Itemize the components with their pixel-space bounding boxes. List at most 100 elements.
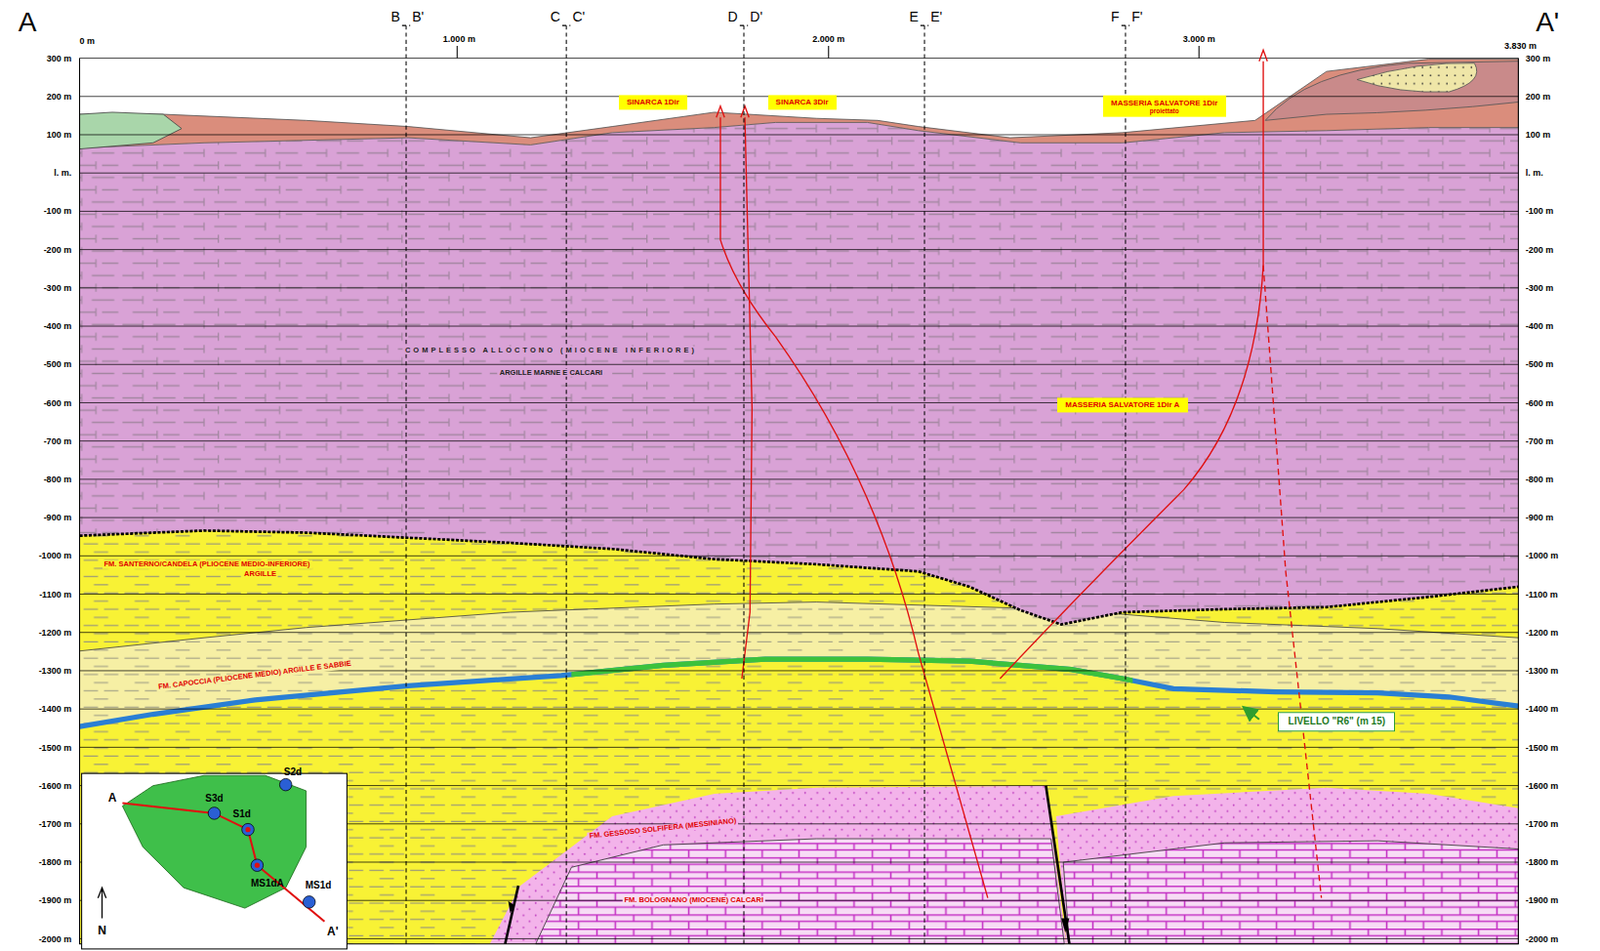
- depth-label: -300 m: [1525, 283, 1555, 293]
- depth-label: -1900 m: [39, 895, 73, 905]
- section-line: [402, 25, 411, 944]
- well-label-box: MASSERIA SALVATORE 1Dir A: [1057, 397, 1189, 412]
- depth-gridline: [80, 287, 1519, 288]
- depth-label: -800 m: [1525, 474, 1555, 485]
- depth-label: 300 m: [46, 52, 73, 63]
- depth-label: -400 m: [43, 321, 73, 331]
- section-line: [739, 25, 748, 944]
- depth-label: -1100 m: [39, 588, 72, 599]
- well-label-box: SINARCA 1Dir: [618, 94, 688, 110]
- depth-label: l. m.: [53, 167, 72, 178]
- section-label: D': [749, 8, 763, 25]
- depth-label: -1800 m: [1525, 857, 1559, 867]
- depth-label: -200 m: [1525, 245, 1555, 255]
- depth-label: -500 m: [1525, 359, 1555, 370]
- formation-label: ARGILLE: [242, 570, 279, 579]
- formation-label: COMPLESSO ALLOCTONO (MIOCENE INFERIORE): [403, 345, 699, 355]
- depth-label: -500 m: [43, 359, 73, 370]
- depth-label: -700 m: [43, 436, 73, 447]
- depth-label: -1400 m: [1525, 703, 1559, 714]
- section-label: C: [550, 8, 561, 25]
- scale-label: 3.000 m: [1183, 34, 1216, 44]
- depth-label: -1700 m: [39, 819, 73, 829]
- depth-label: 100 m: [46, 129, 73, 140]
- depth-label: -600 m: [1525, 397, 1555, 408]
- well-name: LIVELLO "R6" (m 15): [1286, 715, 1387, 728]
- depth-gridline: [80, 517, 1519, 519]
- formation-label: ARGILLE MARNE E CALCARI: [497, 368, 605, 377]
- depth-label: 300 m: [1525, 52, 1552, 63]
- depth-gridline: [80, 440, 1519, 442]
- section-label: E: [908, 8, 918, 25]
- inset-label: N: [97, 924, 107, 939]
- depth-gridline: [80, 210, 1519, 212]
- scale-label: 0 m: [80, 36, 96, 46]
- depth-gridline: [80, 555, 1519, 557]
- section-label: D: [728, 8, 739, 25]
- depth-label: -1500 m: [39, 741, 73, 752]
- depth-label: -1000 m: [39, 550, 73, 561]
- section-label: C': [572, 8, 585, 25]
- scale-label: 3.830 m: [1504, 41, 1537, 51]
- inset-label: A: [108, 792, 118, 807]
- depth-gridline: [80, 478, 1519, 480]
- depth-label: -1700 m: [1525, 819, 1559, 829]
- depth-gridline: [80, 631, 1519, 633]
- depth-label: -1000 m: [1525, 550, 1559, 561]
- well-name: SINARCA 1Dir: [626, 97, 680, 107]
- depth-label: -300 m: [43, 283, 73, 293]
- depth-label: -100 m: [43, 205, 73, 216]
- depth-label: -1900 m: [1525, 895, 1559, 905]
- well-name: MASSERIA SALVATORE 1Dir A: [1065, 400, 1181, 410]
- section-line: [920, 25, 929, 944]
- depth-label: -400 m: [1525, 321, 1555, 331]
- depth-label: l. m.: [1525, 167, 1544, 178]
- depth-gridline: [80, 402, 1519, 404]
- formation-label: FM. SANTERNO/CANDELA (PLIOCENE MEDIO-INF…: [102, 560, 313, 570]
- depth-label: -1400 m: [39, 703, 73, 714]
- depth-label: -1300 m: [39, 665, 73, 676]
- section-label: F': [1131, 8, 1143, 25]
- depth-gridline: [80, 708, 1519, 710]
- inset-label: S2d: [284, 767, 302, 780]
- depth-label: -1600 m: [1525, 780, 1559, 791]
- formation-label: FM. BOLOGNANO (MIOCENE) CALCARI: [622, 896, 767, 905]
- section-label: F: [1110, 8, 1120, 25]
- section-line: [1121, 25, 1130, 944]
- scale-label: 2.000 m: [812, 34, 845, 44]
- depth-gridline: [80, 133, 1519, 135]
- depth-gridline: [80, 326, 1519, 328]
- well-label-box: SINARCA 3Dir: [768, 94, 837, 110]
- section-line: [562, 25, 571, 944]
- section-label: E': [930, 8, 943, 25]
- depth-label: -1100 m: [1525, 588, 1559, 599]
- depth-gridline: [80, 248, 1519, 250]
- depth-label: -900 m: [43, 512, 73, 523]
- depth-label: -1500 m: [1525, 741, 1559, 752]
- well-label-box: MASSERIA SALVATORE 1Dirproiettato: [1103, 94, 1227, 118]
- depth-label: -600 m: [43, 397, 73, 408]
- depth-label: -1800 m: [39, 857, 73, 867]
- depth-gridline: [80, 57, 1519, 59]
- depth-gridline: [80, 172, 1519, 174]
- depth-label: -1200 m: [1525, 627, 1559, 638]
- depth-label: -900 m: [1525, 512, 1555, 523]
- inset-label: S3d: [205, 793, 223, 806]
- section-end: A: [18, 6, 38, 39]
- section-label: B': [411, 8, 424, 25]
- depth-gridline: [80, 364, 1519, 366]
- depth-label: -700 m: [1525, 436, 1555, 447]
- level-callout-box: LIVELLO "R6" (m 15): [1277, 711, 1395, 732]
- depth-label: -200 m: [43, 245, 73, 255]
- well-name: SINARCA 3Dir: [776, 97, 829, 107]
- scale-label: 1.000 m: [443, 34, 476, 44]
- depth-label: 200 m: [1525, 91, 1552, 102]
- well-note: proiettato: [1110, 107, 1219, 115]
- depth-gridline: [80, 746, 1519, 748]
- well-name: MASSERIA SALVATORE 1Dir: [1110, 97, 1219, 107]
- section-end: A': [1535, 6, 1559, 39]
- section-label: B: [390, 8, 400, 25]
- depth-label: -1300 m: [1525, 665, 1559, 676]
- depth-label: 100 m: [1525, 129, 1552, 140]
